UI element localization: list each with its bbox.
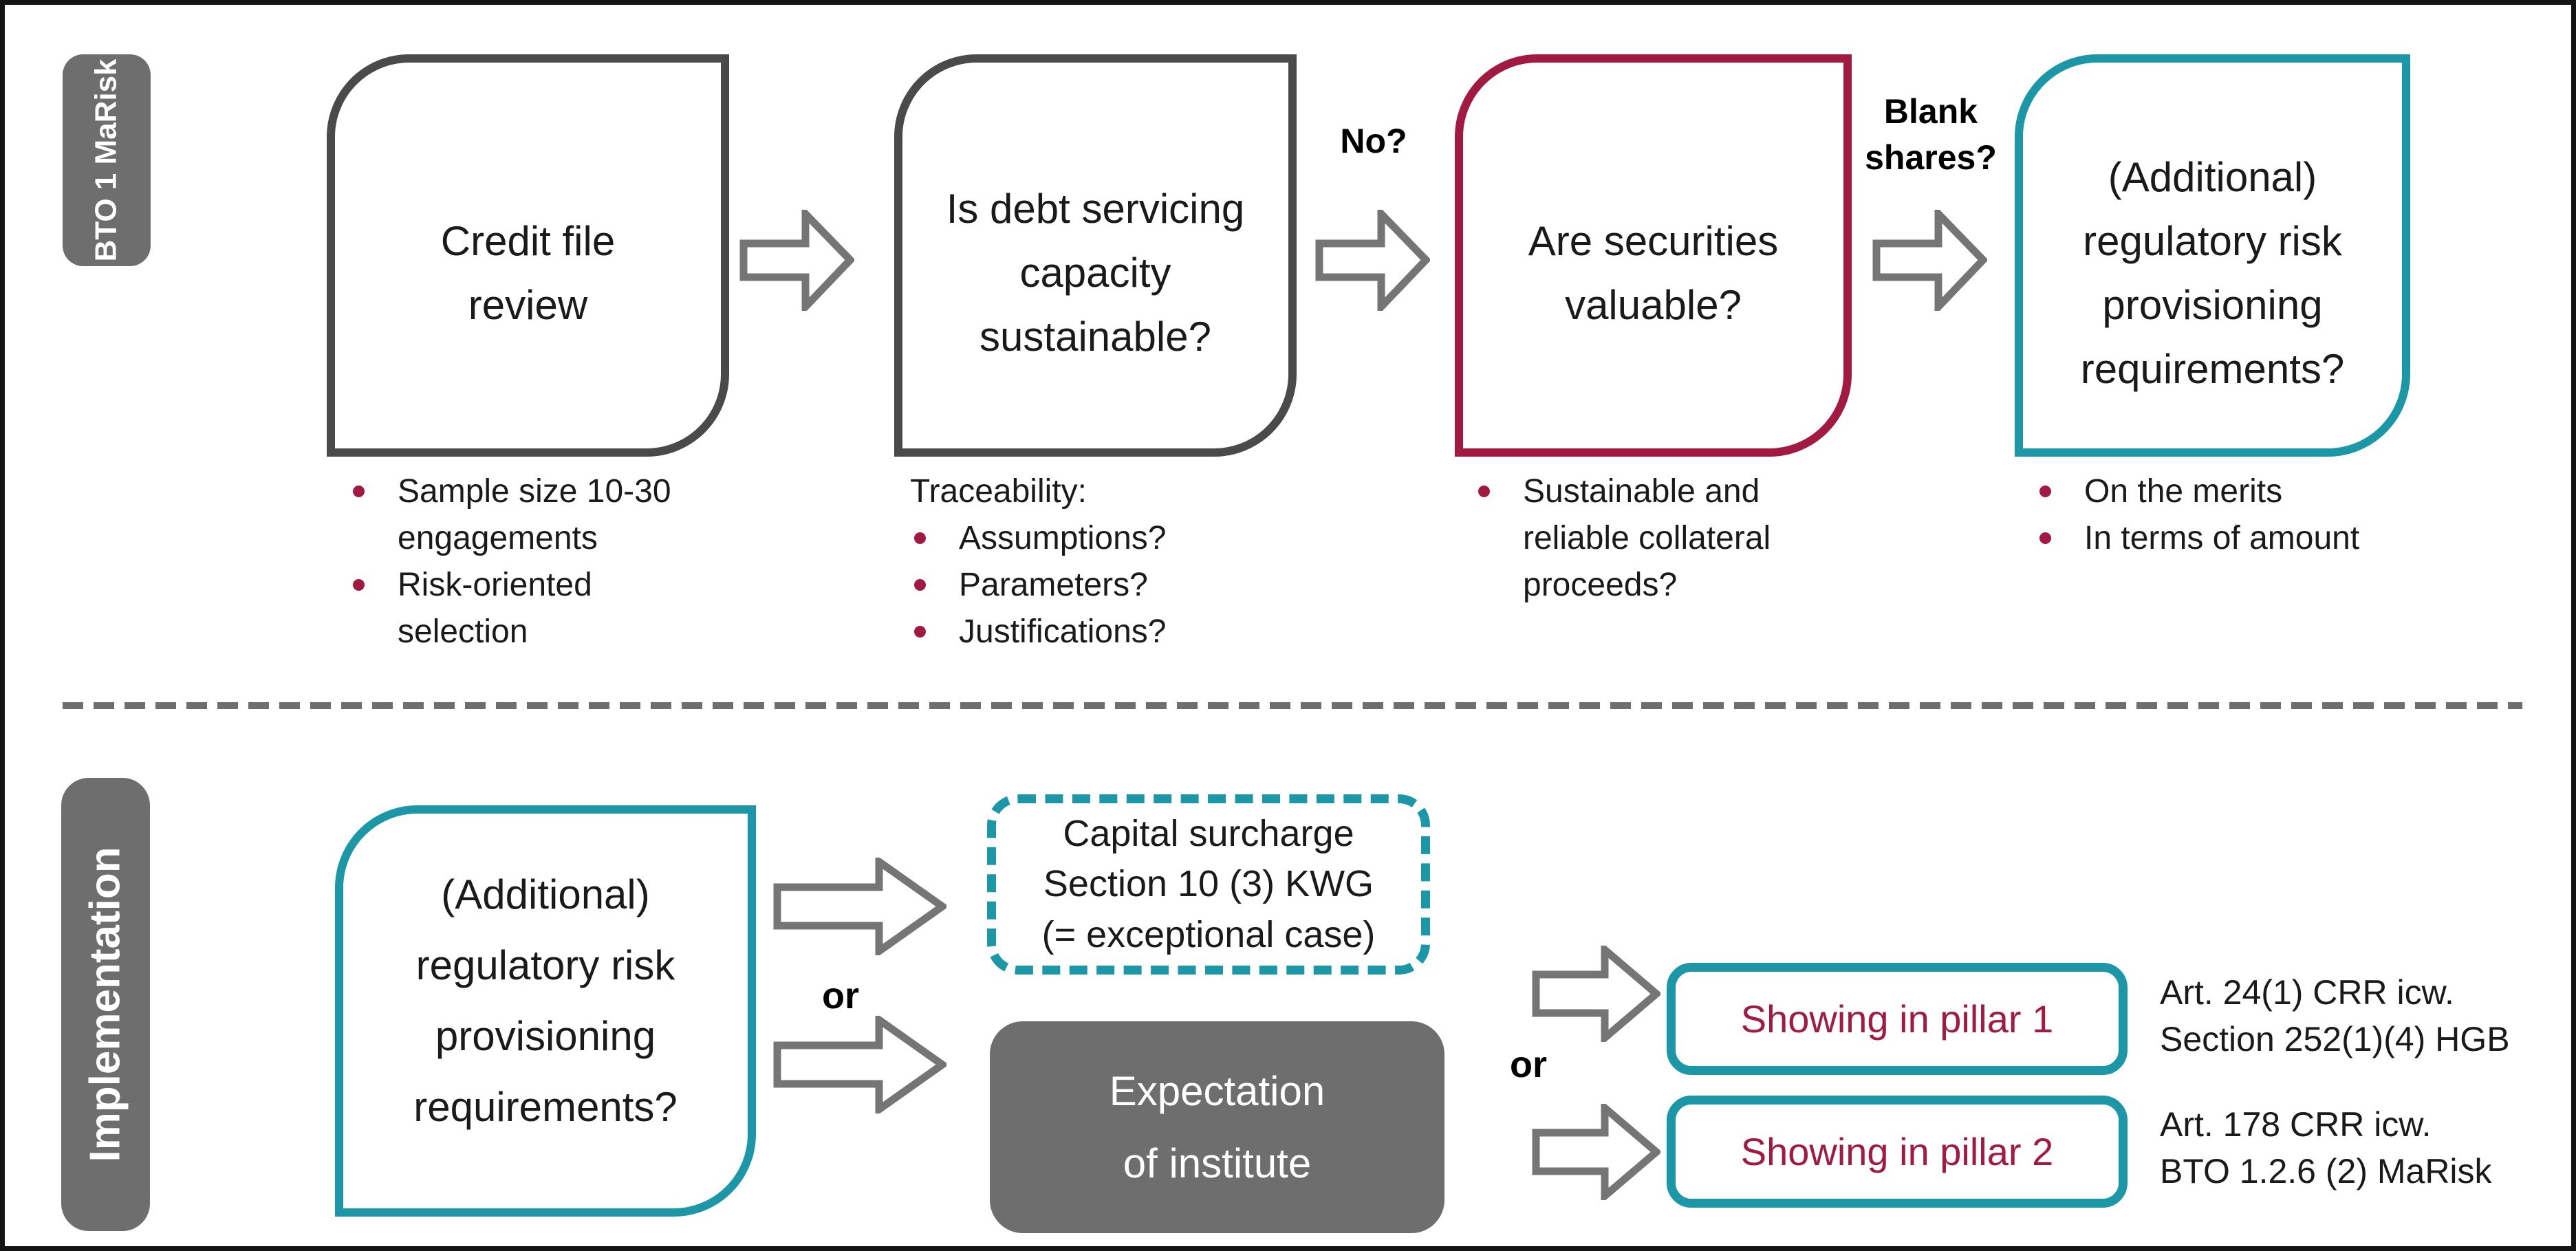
arrow-to-pillar-1 xyxy=(1532,946,1660,1042)
box-capital-surcharge-text: Capital surcharge Section 10 (3) KWG (= … xyxy=(1041,812,1376,955)
list-header-text: Traceability: xyxy=(910,473,1087,510)
section-divider xyxy=(63,702,2522,709)
row-label-bto-1-marisk: BTO 1 MaRisk xyxy=(63,54,151,266)
list-item: Assumptions? xyxy=(910,515,1336,562)
list-item-text: Parameters? xyxy=(959,567,1148,603)
box-debt-servicing-text: Is debt servicing capacity sustainable? xyxy=(946,186,1245,360)
arrow-to-capital-surcharge xyxy=(773,858,946,955)
arrow-right-3 xyxy=(1872,210,1987,311)
box-regulatory-requirements-top-text: (Additional) regulatory risk provisionin… xyxy=(2080,153,2345,392)
list-item-text: Justifications? xyxy=(959,613,1167,650)
list-item: On the merits xyxy=(2035,468,2448,515)
arrow-to-expectation xyxy=(773,1016,946,1113)
bullet-dot xyxy=(914,579,926,591)
box-securities-valuable: Are securities valuable? xyxy=(1455,54,1852,457)
box-showing-in-pillar-1: Showing in pillar 1 xyxy=(1667,963,2128,1075)
list-item-text: On the merits xyxy=(2084,473,2283,510)
bullet-dot xyxy=(353,579,365,591)
list-item-text: Risk-oriented selection xyxy=(398,567,592,650)
row-label-implementation-text: Implementation xyxy=(82,847,130,1162)
ref-pillar-2: Art. 178 CRR icw. BTO 1.2.6 (2) MaRisk xyxy=(2160,1105,2492,1190)
list-item-text: Sample size 10-30 engagements xyxy=(398,473,671,556)
list-item: Sample size 10-30 engagements xyxy=(349,468,693,562)
row-label-bto-1-marisk-text: BTO 1 MaRisk xyxy=(89,58,124,262)
bullet-dot xyxy=(2039,486,2051,497)
list-item-text: In terms of amount xyxy=(2084,520,2360,556)
notes-regulatory: On the merits In terms of amount xyxy=(2035,468,2448,562)
list-item: Parameters? xyxy=(910,562,1336,609)
box-credit-file-review: Credit file review xyxy=(327,54,729,457)
bullet-dot xyxy=(2039,532,2051,544)
notes-credit-review: Sample size 10-30 engagements Risk-orien… xyxy=(349,468,693,655)
label-blank-shares: Blank shares? xyxy=(1865,92,1997,177)
arrow-right-1 xyxy=(739,210,854,311)
label-no: No? xyxy=(1340,122,1407,160)
bullet-dot xyxy=(1478,486,1490,497)
box-showing-in-pillar-2: Showing in pillar 2 xyxy=(1667,1096,2128,1208)
list-header: Traceability: xyxy=(910,468,1336,515)
box-regulatory-requirements-top: (Additional) regulatory risk provisionin… xyxy=(2015,54,2410,457)
label-or-left: or xyxy=(822,975,859,1016)
row-label-implementation: Implementation xyxy=(61,778,150,1231)
box-capital-surcharge: Capital surcharge Section 10 (3) KWG (= … xyxy=(987,794,1430,975)
notes-securities: Sustainable and reliable collateral proc… xyxy=(1474,468,1859,609)
box-securities-valuable-text: Are securities valuable? xyxy=(1528,217,1779,328)
box-debt-servicing: Is debt servicing capacity sustainable? xyxy=(894,54,1297,457)
box-credit-file-review-text: Credit file review xyxy=(440,217,616,328)
list-item: Justifications? xyxy=(910,609,1336,655)
box-showing-in-pillar-2-text: Showing in pillar 2 xyxy=(1740,1130,2054,1173)
bullet-dot xyxy=(914,532,926,544)
box-expectation-of-institute-text: Expectation of institute xyxy=(1109,1068,1325,1186)
label-or-right: or xyxy=(1510,1044,1547,1085)
list-item-text: Sustainable and reliable collateral proc… xyxy=(1523,473,1771,603)
ref-pillar-1: Art. 24(1) CRR icw. Section 252(1)(4) HG… xyxy=(2160,973,2510,1058)
box-regulatory-requirements-bottom-text: (Additional) regulatory risk provisionin… xyxy=(413,871,678,1131)
box-regulatory-requirements-bottom: (Additional) regulatory risk provisionin… xyxy=(335,805,756,1217)
list-item: Sustainable and reliable collateral proc… xyxy=(1474,468,1859,609)
list-item-text: Assumptions? xyxy=(959,520,1167,556)
box-expectation-of-institute: Expectation of institute xyxy=(990,1021,1444,1233)
list-item: Risk-oriented selection xyxy=(349,562,693,655)
notes-debt-servicing: Traceability: Assumptions? Parameters? J… xyxy=(910,468,1336,655)
arrow-right-2 xyxy=(1315,210,1430,311)
list-item: In terms of amount xyxy=(2035,515,2448,562)
arrow-to-pillar-2 xyxy=(1532,1104,1660,1200)
bullet-dot xyxy=(353,486,365,497)
bullet-dot xyxy=(914,626,926,638)
box-showing-in-pillar-1-text: Showing in pillar 1 xyxy=(1740,997,2054,1041)
